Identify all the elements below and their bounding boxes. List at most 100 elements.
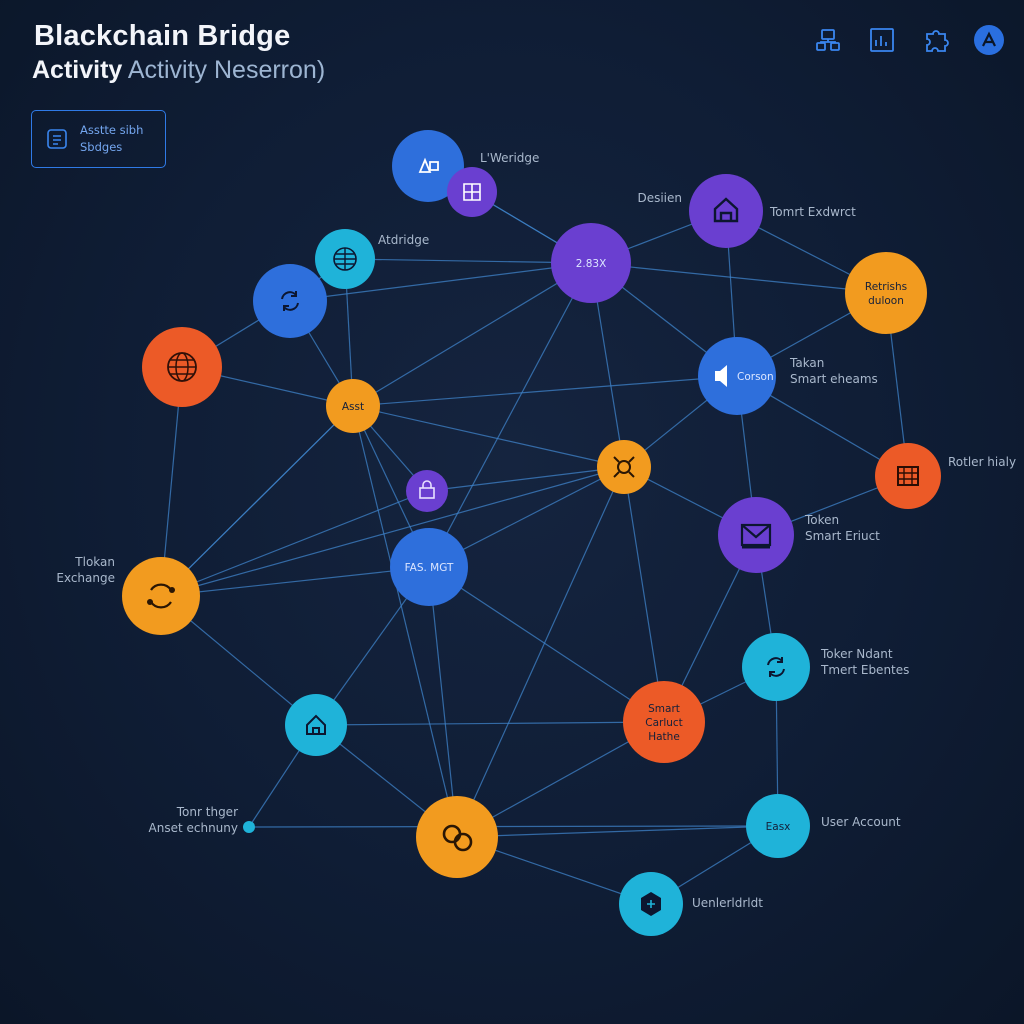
node-n2[interactable] [447,167,497,217]
edge-n9-n10 [352,375,738,407]
node-n1[interactable] [392,130,464,202]
node-n3[interactable]: 2.83X [551,223,631,303]
network-icon [816,29,840,51]
legend-text: Asstte sibh Sbdges [80,122,143,156]
node-n8[interactable] [142,327,222,407]
refresh-icon [281,291,299,311]
edge-n11-n13 [426,466,625,492]
subtitle-rest: Activity Neserron) [122,56,326,84]
node-inner-text: FAS. MGT [405,562,454,574]
node-n7[interactable] [253,264,327,338]
node-circle [285,694,347,756]
node-inner-text: Corson [737,371,774,383]
grid-icon [463,183,481,201]
node-n21[interactable] [243,821,255,833]
edge-n16-n22 [428,566,458,838]
node-circle [253,264,327,338]
node-label: Exchange [56,571,115,585]
node-label: Rotler hialy [948,455,1016,469]
node-n22[interactable] [416,796,498,878]
dashboard-button[interactable] [866,24,898,56]
edge-n7-n3 [289,262,592,302]
edge-n9-n22 [352,405,458,838]
node-n9[interactable]: Asst [326,379,380,433]
node-circle [698,337,776,415]
node-n14[interactable] [718,497,794,573]
home-icon [306,714,326,735]
node-circle [551,223,631,303]
node-label: Smart eheams [790,372,878,386]
node-inner-line: Retrishs [865,281,907,293]
node-inner-text: Asst [342,401,364,413]
node-n12[interactable] [875,443,941,509]
node-n11[interactable] [597,440,651,494]
node-circle [718,497,794,573]
edge-n3-n16 [428,262,592,568]
node-circle [326,379,380,433]
node-circle [875,443,941,509]
legend-box[interactable]: Asstte sibh Sbdges [31,110,166,168]
network-button[interactable] [812,24,844,56]
node-circle [243,821,255,833]
envelope-icon [740,523,772,549]
node-circle [746,794,810,858]
node-label: Desiien [637,191,682,205]
node-n10[interactable]: Corson [698,337,776,415]
node-label: Uenlerldrldt [692,896,763,910]
target-icon [613,456,635,478]
dashboard-icon [870,28,894,52]
edge-n3-n9 [352,262,592,407]
node-n23[interactable] [619,872,683,936]
edge-n15-n13 [160,490,428,597]
node-label: Tlokan [74,555,115,569]
node-n17[interactable] [742,633,810,701]
node-n13[interactable] [406,470,448,512]
shapes-icon [418,157,439,173]
node-label: Smart Eriuct [805,529,880,543]
profile-icon [982,31,996,47]
node-label: Token [804,513,839,527]
node-n16[interactable]: FAS. MGT [390,528,468,606]
node-n18[interactable] [285,694,347,756]
node-n20[interactable]: Easx [746,794,810,858]
edge-n11-n22 [456,466,625,838]
link-icon [442,824,473,852]
subtitle-strong: Activity [32,56,123,84]
node-circle [122,557,200,635]
node-label: Tomrt Exdwrct [769,205,856,219]
node-circle [742,633,810,701]
node-inner-text: Easx [766,821,791,833]
node-circle [623,681,705,763]
puzzle-button[interactable] [920,24,952,56]
node-circle [845,252,927,334]
node-n6[interactable] [315,229,375,289]
profile-button[interactable] [974,25,1004,55]
node-n4[interactable] [689,174,763,248]
vault-icon [713,197,739,223]
node-circle [689,174,763,248]
speaker-icon [715,365,727,387]
toolbar [812,24,1004,56]
edge-n6-n3 [344,258,592,264]
node-circle [390,528,468,606]
hexagon-icon [641,892,661,916]
page-subtitle: Activity Activity Neserron) [32,56,325,85]
edge-n16-n19 [428,566,665,723]
edge-n22-n20 [456,825,779,838]
edge-n15-n9 [160,405,354,597]
node-inner-text: 2.83X [576,258,607,270]
node-inner-line: Carluct [645,717,683,729]
node-inner-line: Smart [648,703,680,715]
node-label: Tmert Ebentes [820,663,909,677]
edge-n15-n16 [160,566,430,597]
globe-grid-icon [333,247,357,271]
globe-icon [167,352,197,382]
node-n5[interactable]: Retrishs duloon [845,252,927,334]
node-inner-line: Hathe [648,731,680,743]
node-inner-line: duloon [868,295,904,307]
node-n15[interactable] [122,557,200,635]
puzzle-icon [926,30,949,52]
